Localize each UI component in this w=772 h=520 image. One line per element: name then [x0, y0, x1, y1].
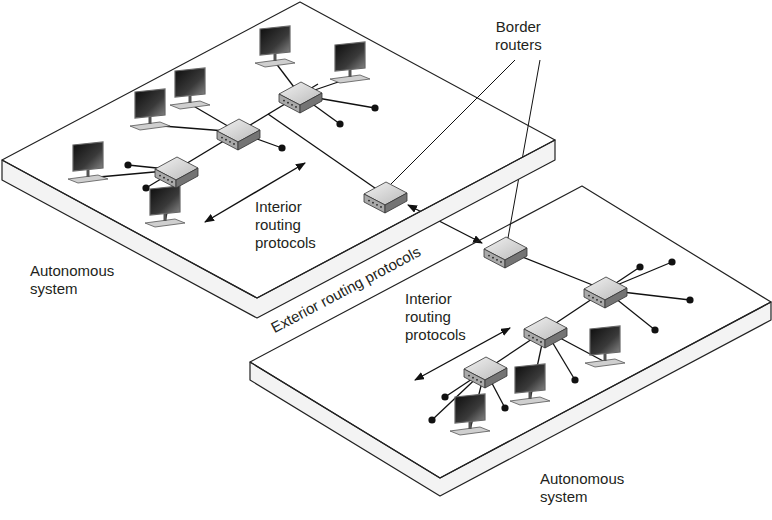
terminal-dot: [336, 120, 343, 127]
terminal-dot: [441, 393, 448, 400]
system-label: Autonomous system: [540, 470, 624, 506]
slab-front-face: [2, 140, 555, 318]
computer-icon: [330, 42, 370, 83]
computer-icon: [145, 186, 185, 227]
computer-icon: [510, 364, 550, 405]
callout-label: Border routers: [495, 18, 542, 54]
label-holder: Interior routing protocols: [255, 198, 316, 252]
router-icon: [217, 119, 260, 150]
label-holder: Interior routing protocols: [405, 290, 466, 344]
terminal-dot: [571, 376, 578, 383]
autonomous-system-slab: Autonomous system: [0, 0, 560, 324]
router-icon: [524, 317, 567, 348]
slab-top-face: [2, 2, 555, 298]
terminal-dot: [501, 404, 508, 411]
slab-outline: [248, 184, 772, 520]
terminal-dot: [124, 161, 131, 168]
computer-icons: [68, 26, 625, 435]
network-wire: [268, 114, 385, 195]
terminal-dot: [651, 326, 658, 333]
border-router-icon: [364, 182, 407, 213]
label-holder: Border routers: [495, 18, 542, 54]
terminal-dot: [124, 104, 693, 423]
slab-top-face: [250, 186, 771, 478]
computer-icon: [130, 89, 170, 130]
computer-icon: [255, 26, 295, 67]
computer-icon: [170, 68, 210, 109]
computer-icon: [585, 326, 625, 367]
leader-lines: [391, 60, 540, 238]
terminal-dot: [371, 104, 378, 111]
terminal-dot: [636, 263, 643, 270]
autonomous-system-slab: Autonomous system: [248, 184, 772, 520]
terminal-dot: [668, 258, 675, 265]
arrow-label: Interior routing protocols: [405, 290, 466, 344]
router-icon: [155, 157, 198, 188]
system-label: Autonomous system: [30, 262, 114, 298]
terminal-dot: [142, 184, 149, 191]
terminal-dot: [278, 144, 285, 151]
leader-line: [391, 60, 515, 184]
terminal-dot: [686, 296, 693, 303]
slab-front-face: [250, 302, 771, 496]
arrow-label: Interior routing protocols: [255, 198, 316, 252]
computer-icon: [68, 142, 108, 183]
router-icon: [464, 357, 507, 388]
computer-icon: [450, 394, 490, 435]
router-icon: [584, 277, 627, 308]
border-router-icon: [484, 237, 527, 268]
router-icon: [279, 82, 322, 113]
terminal-dot: [428, 416, 435, 423]
